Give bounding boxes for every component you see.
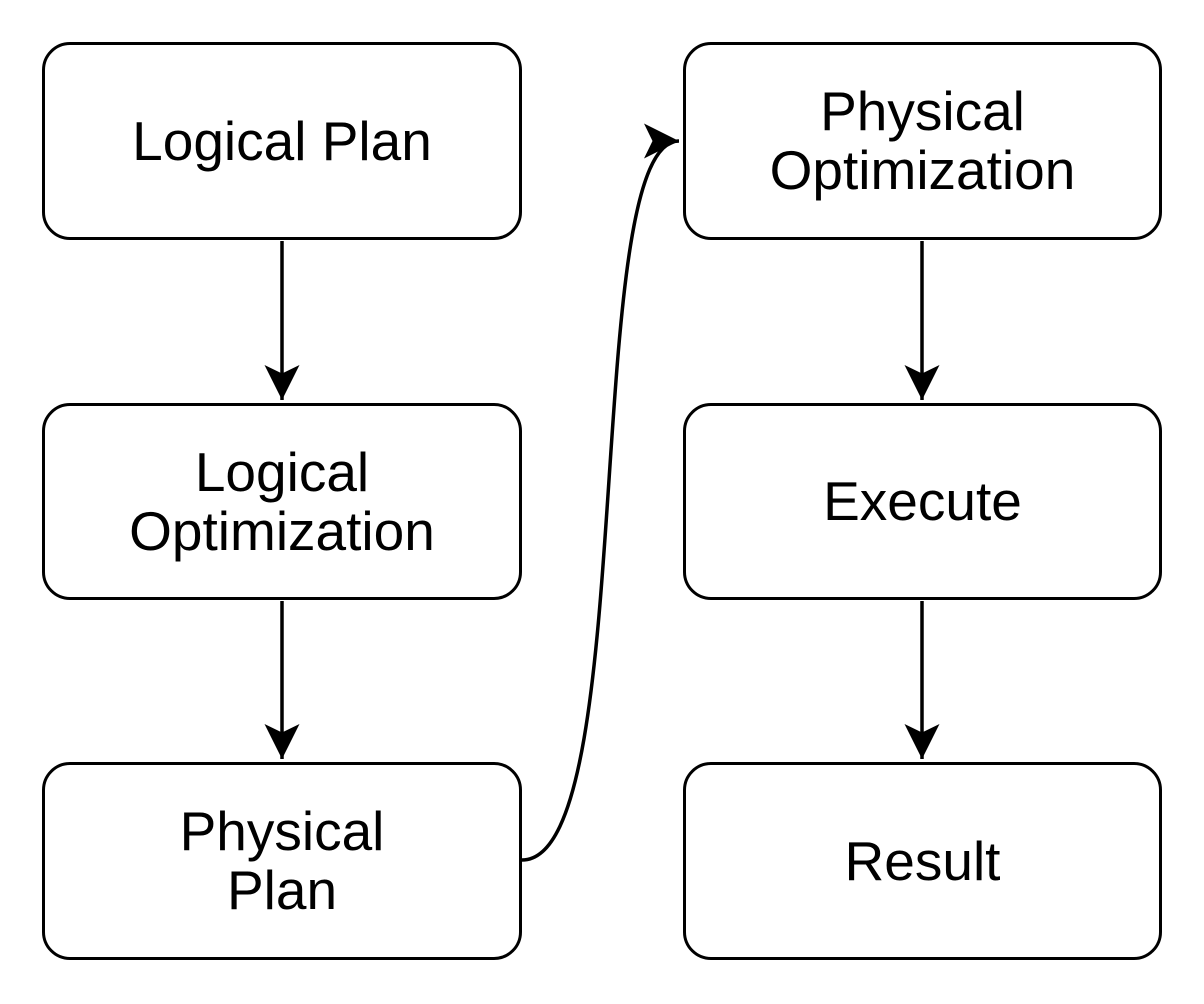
- node-physical-plan-label: Physical Plan: [179, 800, 385, 921]
- node-result-label: Result: [844, 829, 1001, 892]
- node-result: Result: [683, 762, 1162, 960]
- node-physical-plan: Physical Plan: [42, 762, 522, 960]
- node-physical-optimization-label: Physical Optimization: [769, 80, 1076, 201]
- node-logical-plan: Logical Plan: [42, 42, 522, 240]
- node-physical-optimization: Physical Optimization: [683, 42, 1162, 240]
- node-logical-plan-label: Logical Plan: [132, 109, 432, 172]
- node-logical-optimization-label: Logical Optimization: [129, 440, 435, 562]
- node-execute-label: Execute: [823, 470, 1022, 532]
- node-execute: Execute: [683, 403, 1162, 600]
- node-logical-optimization: Logical Optimization: [42, 403, 522, 600]
- edge-physical-plan-to-physical-optimization: [521, 123, 680, 862]
